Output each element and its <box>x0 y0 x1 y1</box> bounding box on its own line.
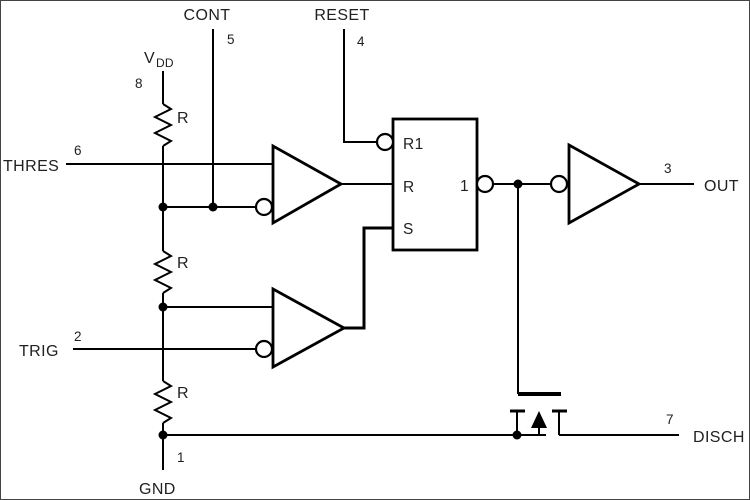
thres-label: THRES <box>3 158 59 175</box>
comparator2-inverting-bubble <box>254 339 274 359</box>
flipflop-r-label: R <box>403 179 415 196</box>
comparator-trigger <box>254 286 347 370</box>
output-buffer <box>549 142 642 226</box>
vdd-label: V <box>144 50 155 67</box>
output-buffer-input-bubble <box>549 174 569 194</box>
disch-pin-number: 7 <box>666 412 674 427</box>
comp2-to-ff-s-wire <box>344 226 393 330</box>
junction-dot-cont-pin <box>208 202 218 212</box>
wires <box>66 29 694 470</box>
reset-pin-number: 4 <box>357 34 365 49</box>
gnd-pin-number: 1 <box>177 450 185 465</box>
junction-dot-control-node <box>158 202 168 212</box>
resistor-bottom-zigzag <box>152 380 174 424</box>
cont-pin-number: 5 <box>227 32 235 47</box>
junction-dot-gnd-node <box>158 430 168 440</box>
out-label: OUT <box>704 178 739 195</box>
flipflop-output-label: 1 <box>460 178 469 195</box>
flipflop-output-bubble <box>475 174 495 194</box>
output-buffer-triangle <box>567 142 642 226</box>
flipflop-r1-label: R1 <box>403 136 424 153</box>
junction-dot-trigger-node <box>158 302 168 312</box>
junction-dot-mosfet-source <box>512 430 522 440</box>
resistor-middle-zigzag <box>152 250 174 294</box>
gnd-label: GND <box>139 481 176 498</box>
flipflop-block: R1 R S 1 <box>375 117 495 252</box>
vdd-label-subscript: DD <box>156 56 174 70</box>
flipflop-r1-bubble <box>375 132 395 152</box>
comparator-threshold <box>254 143 344 226</box>
pin-labels: V DD 8 CONT 5 RESET 4 THRES 6 TRIG 2 GND… <box>3 7 745 498</box>
comparator1-triangle <box>271 143 344 226</box>
resistor-labels: R R R <box>177 110 189 402</box>
junction-dots <box>158 179 523 440</box>
comparator2-triangle <box>271 286 347 370</box>
resistor-top-zigzag <box>152 103 174 147</box>
disch-label: DISCH <box>693 429 745 446</box>
vdd-pin-number: 8 <box>135 76 143 91</box>
out-pin-number: 3 <box>664 161 672 176</box>
reset-wire <box>343 29 377 143</box>
flipflop-s-label: S <box>403 221 414 238</box>
cont-label: CONT <box>184 7 231 24</box>
junction-dot-ff-output <box>513 179 523 189</box>
resistor-bottom-label: R <box>177 385 189 402</box>
thres-pin-number: 6 <box>74 143 82 158</box>
comparator1-inverting-bubble <box>254 197 274 217</box>
trig-pin-number: 2 <box>74 329 82 344</box>
resistor-middle-label: R <box>177 255 189 272</box>
trig-label: TRIG <box>19 343 59 360</box>
mosfet-body-arrow-icon <box>531 411 547 428</box>
reset-label: RESET <box>314 7 369 24</box>
resistor-top-label: R <box>177 110 189 127</box>
